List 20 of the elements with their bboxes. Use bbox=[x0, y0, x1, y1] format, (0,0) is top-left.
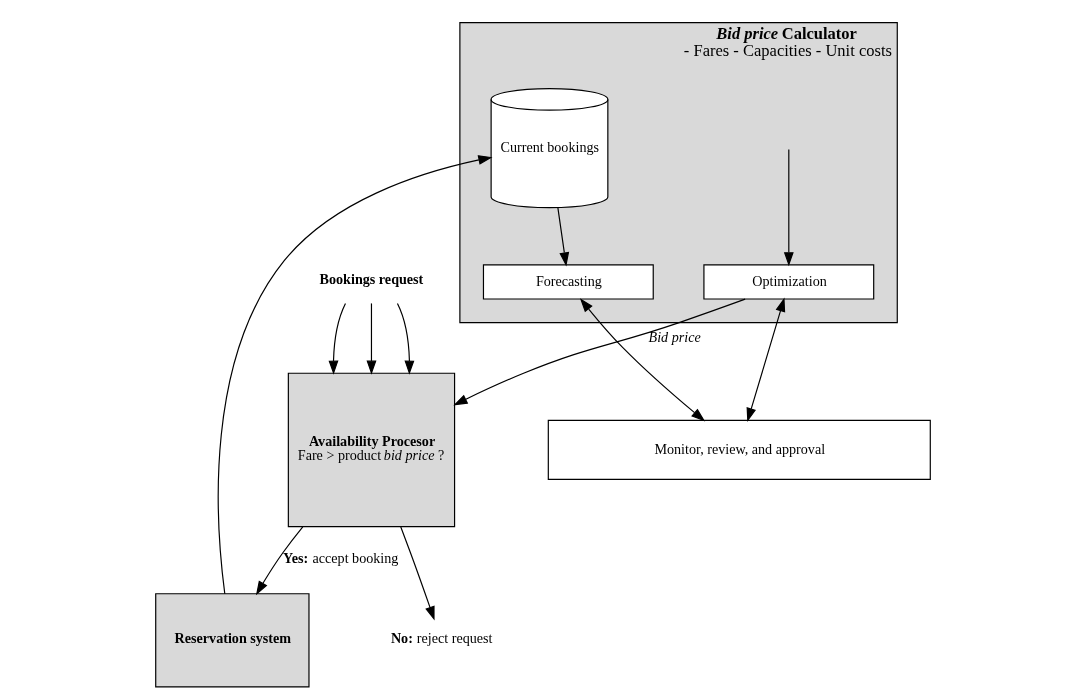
node-text: No: reject request bbox=[390, 629, 493, 646]
arrow bbox=[557, 207, 570, 267]
arrow bbox=[746, 297, 786, 423]
arrow bbox=[396, 302, 415, 375]
arrow bbox=[453, 298, 746, 406]
node-box: Availability Procesor Fare > product bid price ? bbox=[287, 372, 456, 528]
arrow bbox=[366, 302, 377, 375]
arrow bbox=[328, 302, 347, 375]
node-box: Optimization bbox=[703, 264, 875, 300]
node-box: Forecasting bbox=[482, 264, 654, 300]
arrow bbox=[579, 298, 706, 422]
arrow bbox=[783, 148, 794, 267]
node-box: Reservation system bbox=[155, 593, 310, 688]
arrow bbox=[217, 155, 493, 595]
arrow bbox=[255, 526, 304, 596]
arrow bbox=[400, 526, 435, 621]
edge-label: Yes: accept booking bbox=[283, 549, 399, 566]
node-text: Bookings request bbox=[319, 271, 424, 288]
node-box: Monitor, review, and approval bbox=[547, 419, 931, 480]
edge-label: Bid price bbox=[648, 329, 701, 346]
